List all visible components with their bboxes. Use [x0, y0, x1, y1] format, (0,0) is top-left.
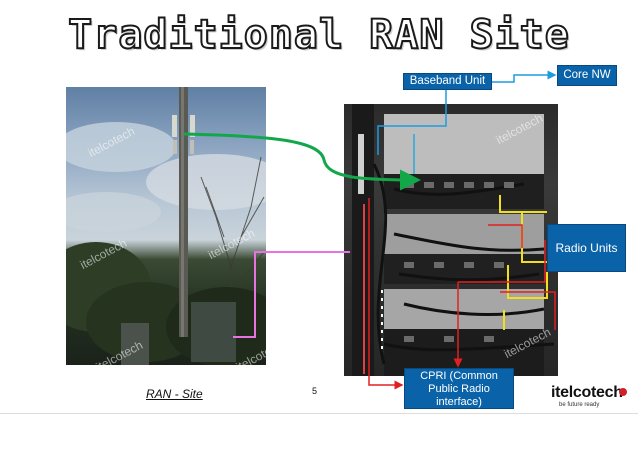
baseband-unit-label: Baseband Unit: [403, 73, 492, 90]
itelcotech-logo: itelcotech be future ready: [549, 384, 631, 410]
logo-tagline: be future ready: [559, 402, 600, 408]
tower-illustration: [66, 87, 266, 365]
slide-title: Traditional RAN Site: [67, 11, 570, 59]
baseband-rack-photo: itelcotech itelcotech: [344, 104, 558, 376]
logo-text: itelcotech: [551, 384, 623, 401]
core-nw-label: Core NW: [557, 65, 617, 86]
footer-divider: [0, 413, 638, 414]
page-number: 5: [312, 386, 318, 396]
ran-site-photo: itelcotech itelcotech itelcotech itelcot…: [66, 87, 266, 365]
photo-caption: RAN - Site: [146, 387, 203, 401]
core-link-blue: [492, 70, 557, 83]
radio-units-label: Radio Units: [547, 224, 626, 272]
cpri-label: CPRI (Common Public Radio interface): [404, 368, 514, 409]
logo-mark-icon: [619, 388, 627, 396]
